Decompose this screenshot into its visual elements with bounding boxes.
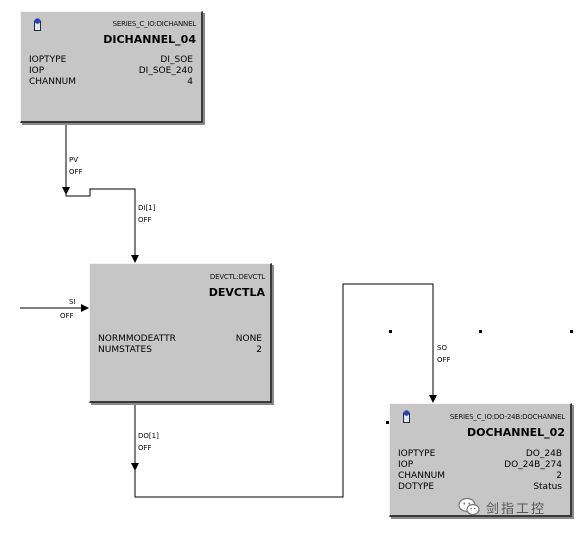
wire-label-di-state: OFF [138,216,152,224]
channel-pin-icon [403,410,410,423]
param-value: 2 [256,345,262,355]
param-key: NUMSTATES [98,345,152,355]
wire-label-pv-state: OFF [69,168,83,176]
wire-label-do-pin: DO[1] [138,432,159,440]
selection-handle[interactable] [479,330,482,333]
wire-label-so-pin: SO [437,344,447,352]
block-type-label: DEVCTL:DEVCTL [209,273,265,281]
wire-do-to-so [134,283,437,498]
param-key: DOTYPE [398,482,435,492]
dochannel-block[interactable]: SERIES_C_IO:DO-24B:DOCHANNEL DOCHANNEL_0… [389,403,572,517]
param-value: DI_SOE [160,55,193,65]
param-key: IOP [398,460,414,470]
block-name: DEVCTLA [208,286,265,299]
param-key: IOP [29,66,45,76]
param-key: NORMMODEATTR [98,334,176,344]
param-value: 2 [556,471,562,481]
watermark: 剑指工控 [458,497,546,517]
block-type-label: SERIES_C_IO:DO-24B:DOCHANNEL [449,413,565,421]
wire-label-pv-pin: PV [69,156,79,164]
wire-label-si-pin: SI [69,298,76,306]
wire-label-di-pin: DI[1] [138,204,156,212]
block-name: DICHANNEL_04 [103,33,196,46]
param-value: DO_24B [525,449,562,459]
selection-handle[interactable] [386,421,389,424]
param-value: NONE [235,334,262,344]
param-value: 4 [187,77,193,87]
wechat-logo-icon [458,497,480,516]
dichannel-block[interactable]: SERIES_C_IO:DICHANNEL DICHANNEL_04 IOPTY… [20,11,203,123]
param-value: DO_24B_274 [504,460,562,470]
selection-handle[interactable] [389,330,392,333]
param-key: IOPTYPE [29,55,67,65]
watermark-text: 剑指工控 [486,501,547,517]
wire-label-so-state: OFF [437,356,451,364]
wire-label-do-state: OFF [138,444,152,452]
param-value: DI_SOE_240 [138,66,193,76]
param-value: Status [533,482,562,492]
param-key: CHANNUM [29,77,77,87]
block-name: DOCHANNEL_02 [466,426,565,439]
devctl-block[interactable]: DEVCTL:DEVCTL DEVCTLA NORMMODEATTR NONE … [89,263,272,403]
param-key: CHANNUM [398,471,446,481]
param-key: IOPTYPE [398,449,436,459]
wire-pv-to-di [65,122,139,263]
selection-handle[interactable] [570,330,573,333]
channel-pin-icon [34,18,41,31]
block-type-label: SERIES_C_IO:DICHANNEL [112,20,197,28]
wire-label-si-state: OFF [60,312,74,320]
